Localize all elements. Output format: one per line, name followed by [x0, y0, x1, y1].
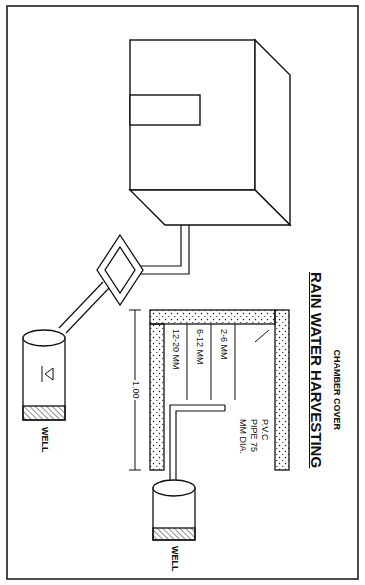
pipe-line: [139, 225, 181, 266]
water-level-mark: [42, 366, 43, 382]
chamber-cover: [275, 310, 289, 470]
pipe-line: [224, 405, 225, 411]
pipe-line: [170, 405, 225, 482]
tray-outer: [97, 235, 143, 305]
house-door: [130, 95, 200, 125]
well-body: [23, 338, 65, 420]
dimension-label: 1.00: [130, 380, 141, 400]
part-label: WELL: [169, 545, 180, 573]
chamber-wall: [150, 310, 275, 324]
pipe-line: [139, 225, 189, 274]
layer-label: 6-12 MM: [194, 328, 205, 366]
filter-tray: [97, 235, 143, 305]
diagram-title: RAIN WATER HARVESTING: [307, 271, 325, 469]
down-pipe: [139, 225, 189, 274]
pipe-line: [176, 411, 225, 482]
part-label: CHAMBER COVER: [331, 349, 342, 432]
pvc-pipe: [170, 405, 225, 482]
house: [130, 40, 290, 225]
house-side: [130, 190, 290, 225]
well: [153, 480, 195, 540]
layer-line: [187, 324, 188, 400]
layer-line: [211, 324, 212, 400]
filter-chamber: [150, 310, 289, 470]
well: [23, 330, 65, 420]
water-level-mark: [45, 368, 53, 380]
tray-inner: [105, 247, 135, 293]
dimension-tick: [129, 310, 141, 311]
inlet-mark: [255, 330, 269, 342]
pipe-line: [66, 288, 109, 333]
pipe-label: P.V.C PIPE 75 MM DIA.: [238, 418, 270, 456]
layer-label: 2-6 MM: [218, 328, 229, 361]
dimension-line: [129, 310, 141, 470]
well-end: [153, 480, 195, 496]
page-border: [7, 6, 358, 579]
layer-line: [235, 324, 236, 400]
layer-label: 12-20 MM: [170, 328, 181, 371]
well-hatch: [23, 406, 65, 420]
well-pipe: [59, 282, 109, 333]
pipe-line: [59, 282, 103, 328]
well-hatch: [153, 528, 195, 540]
dimension-tick: [129, 470, 141, 471]
house-front: [130, 40, 255, 190]
chamber-floor: [150, 324, 164, 470]
well-end: [23, 330, 65, 346]
part-label: WELL: [39, 426, 50, 454]
